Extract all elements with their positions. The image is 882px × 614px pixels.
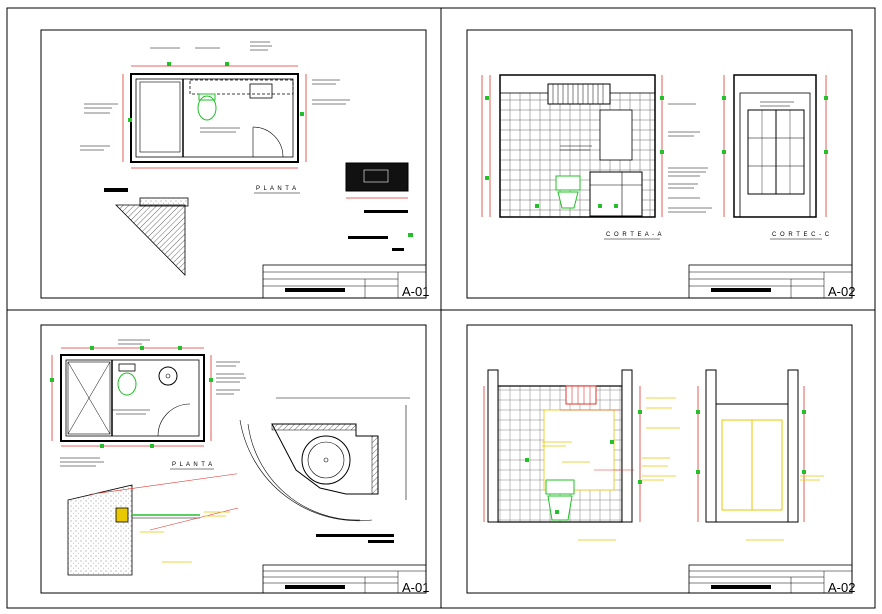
view-label-corte-cc: C O R T E C - C <box>772 232 830 238</box>
sheet-number-bottom-left: A-01 <box>402 580 429 595</box>
view-label-corte-aa: C O R T E A - A <box>606 232 662 238</box>
sheet-top-left: P L A N T A A-01 <box>40 29 429 299</box>
sheet-bottom-left: P L A N T A A-01 <box>40 324 429 595</box>
sheet-top-right: C O R T E A - A C O R T E C - C A-02 <box>466 29 855 299</box>
sheet-bottom-right: A-02 <box>466 324 855 595</box>
view-label-planta-top: P L A N T A <box>256 186 297 192</box>
view-label-planta-bottom: P L A N T A <box>172 462 213 468</box>
sheet-number-bottom-right: A-02 <box>828 580 855 595</box>
sheet-number-top-left: A-01 <box>402 284 429 299</box>
sheet-number-top-right: A-02 <box>828 284 855 299</box>
